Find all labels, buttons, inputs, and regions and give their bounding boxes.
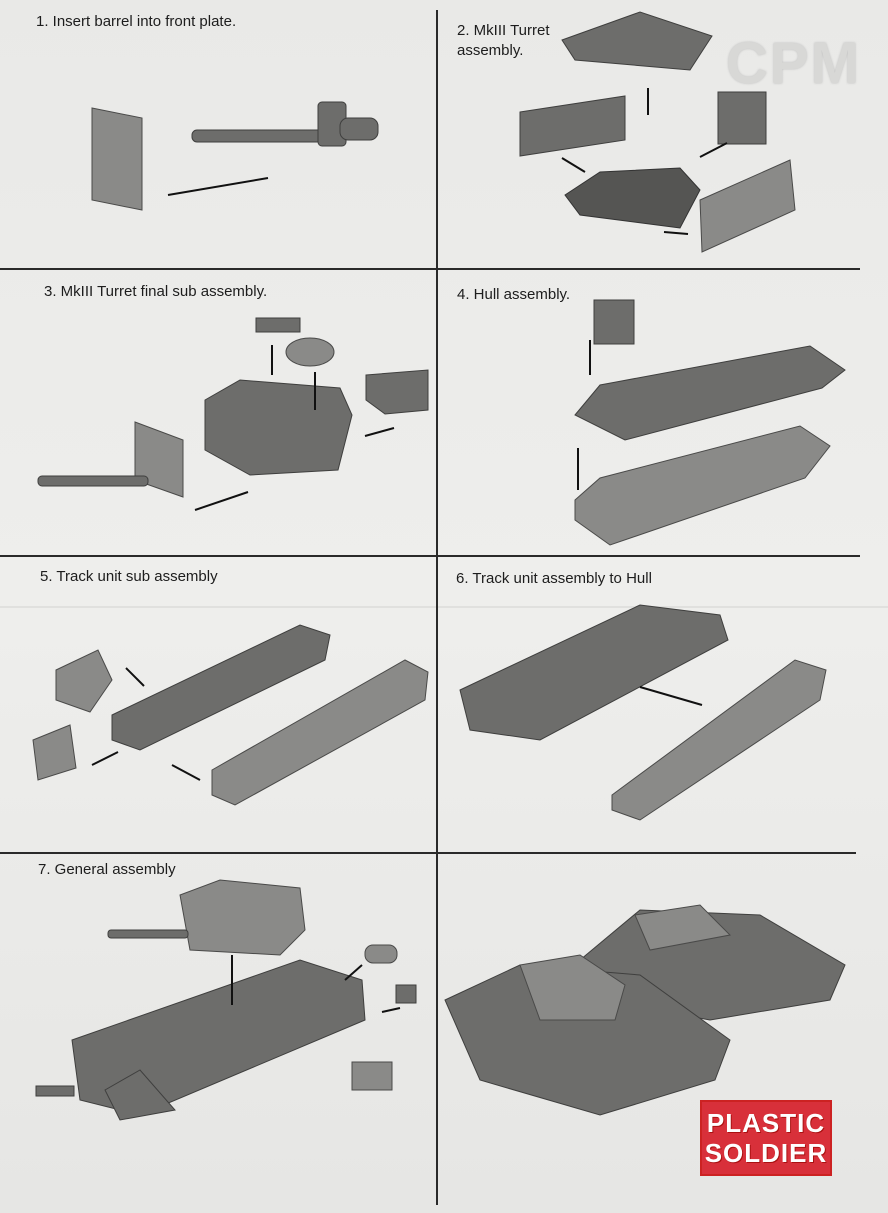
- gun: [107, 929, 189, 939]
- step-3-label: 3. MkIII Turret final sub assembly.: [44, 283, 268, 300]
- plastic-soldier-logo: PLASTIC SOLDIER: [700, 1100, 832, 1176]
- arrow: [167, 177, 269, 196]
- arrow: [91, 751, 119, 766]
- engine-grille: [351, 1061, 393, 1091]
- step-2-label-line2: assembly.: [457, 42, 524, 59]
- track-unit-right: [211, 659, 429, 806]
- turret: [179, 879, 306, 956]
- track-unit: [611, 659, 827, 821]
- divider-row-3: [0, 852, 856, 854]
- barrel: [191, 129, 333, 143]
- stowage-box: [395, 984, 417, 1004]
- step-1-label: 1. Insert barrel into front plate.: [36, 13, 237, 30]
- finished-turret-front: [519, 954, 626, 1021]
- step-2-label: 2. MkIII Turret assembly.: [457, 21, 550, 61]
- arrow: [364, 427, 395, 437]
- turret-rear-box: [365, 369, 429, 415]
- arrow: [561, 157, 586, 173]
- turret-body: [204, 379, 353, 476]
- step-2-label-line1: 2. MkIII Turret: [457, 22, 550, 39]
- paper-fold: [0, 606, 888, 608]
- finished-turret-rear: [634, 904, 732, 951]
- hull-with-left-track: [459, 604, 729, 741]
- track-front-cover: [32, 724, 77, 781]
- track-unit-left: [111, 624, 331, 751]
- step-7-label: 7. General assembly: [38, 861, 176, 878]
- step-5-label: 5. Track unit sub assembly: [40, 568, 218, 585]
- logo-line1: PLASTIC: [706, 1108, 826, 1138]
- exhaust: [364, 944, 398, 964]
- cupola: [285, 337, 335, 367]
- cpm-watermark: CPM: [726, 31, 861, 96]
- step-4-label: 4. Hull assembly.: [457, 286, 571, 303]
- divider-row-1: [0, 268, 860, 270]
- turret-rear: [717, 91, 767, 145]
- track-front: [104, 1069, 176, 1121]
- arrow: [171, 764, 201, 781]
- hull-hatch-plate: [593, 299, 635, 345]
- arrow: [125, 667, 145, 687]
- step-6-label: 6. Track unit assembly to Hull: [456, 570, 652, 587]
- track-guard: [55, 649, 113, 713]
- divider-row-2: [0, 555, 860, 557]
- turret-roof: [561, 11, 713, 71]
- arrow: [639, 686, 703, 706]
- hatch: [255, 317, 301, 333]
- turret-side-right: [699, 159, 796, 253]
- arrow: [194, 491, 249, 511]
- arrow: [344, 964, 363, 981]
- front-plate: [91, 107, 143, 211]
- hull-tub: [574, 425, 831, 546]
- arrow: [699, 142, 728, 158]
- arrow: [381, 1007, 401, 1013]
- hull-deck: [574, 345, 846, 441]
- barrel-end: [339, 117, 379, 141]
- gun: [37, 475, 149, 487]
- turret-base: [564, 167, 701, 229]
- logo-line2: SOLDIER: [704, 1138, 828, 1168]
- divider-vertical: [436, 10, 438, 1205]
- arrow: [663, 231, 689, 235]
- headlamp: [35, 1085, 75, 1097]
- turret-side-left: [519, 95, 626, 157]
